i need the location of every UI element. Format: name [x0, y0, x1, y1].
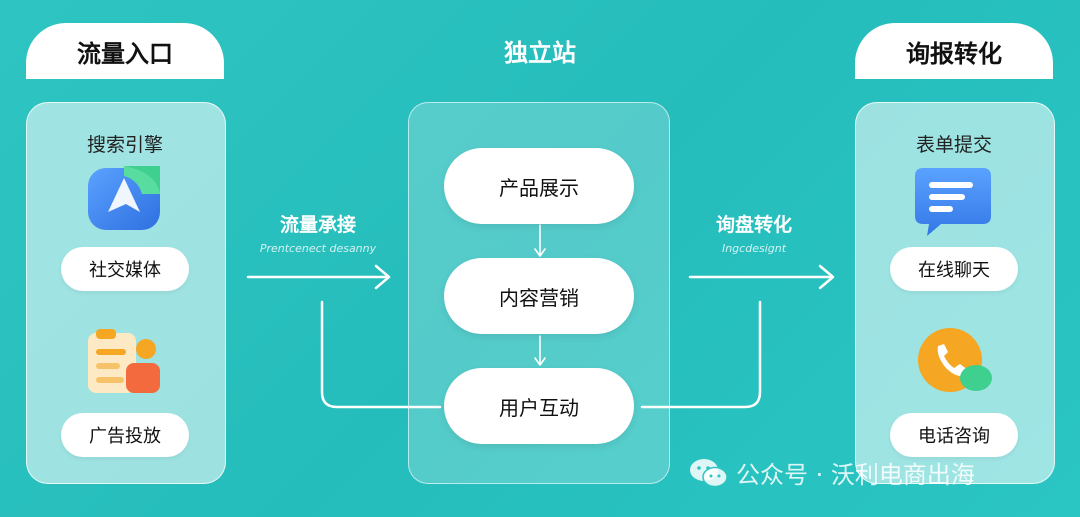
step-product-display: 产品展示: [444, 148, 634, 224]
step-content-marketing: 内容营销: [444, 258, 634, 334]
step-user-interaction: 用户互动: [444, 368, 634, 444]
step-arrow-2-head: [534, 357, 546, 366]
left-tag-ads: 广告投放: [61, 413, 189, 457]
right-tag-live-chat: 在线聊天: [890, 247, 1018, 291]
left-tag-social: 社交媒体: [61, 247, 189, 291]
right-flow-arrowhead: [818, 264, 835, 290]
right-loop-line: [640, 300, 762, 409]
left-header: 流量入口: [26, 23, 224, 79]
watermark-text: 公众号 · 沃利电商出海: [736, 461, 975, 489]
advertising-icon: [88, 329, 160, 393]
left-header-text: 流量入口: [77, 39, 173, 68]
right-arrow-sublabel: Ingcdesignt: [721, 242, 787, 255]
right-tag-phone: 电话咨询: [890, 413, 1018, 457]
step-arrow-1-head: [534, 248, 546, 257]
left-arrow-label: 流量承接: [279, 214, 356, 236]
right-caption: 表单提交: [915, 134, 992, 156]
left-loop-line: [320, 300, 442, 409]
left-flow-arrowhead: [374, 264, 391, 290]
left-arrow-sublabel: Prentcenect desanny: [259, 242, 377, 255]
watermark: 公众号 · 沃利电商出海: [688, 455, 975, 490]
right-arrow-label: 询盘转化: [715, 214, 792, 236]
right-header: 询报转化: [855, 23, 1053, 79]
wechat-icon: [690, 458, 728, 487]
left-caption: 搜索引擎: [86, 134, 163, 156]
form-chat-icon: [915, 168, 991, 236]
search-engine-icon: [88, 166, 160, 230]
center-title: 独立站: [504, 39, 576, 67]
phone-icon: [918, 328, 992, 392]
right-header-text: 询报转化: [906, 39, 1002, 68]
